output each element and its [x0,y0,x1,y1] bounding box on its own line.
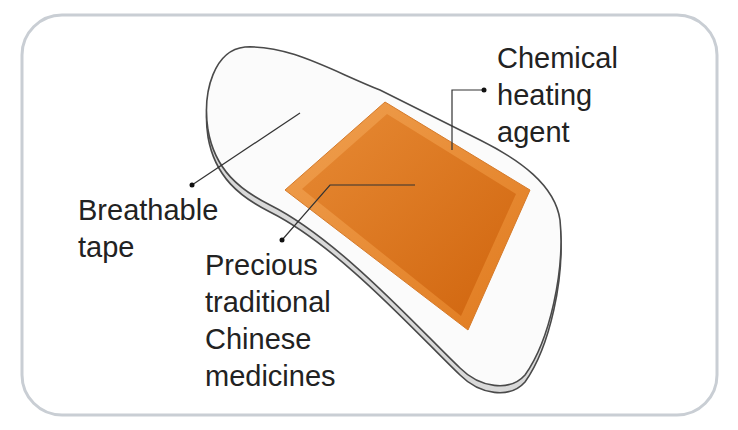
leader-line [192,113,300,185]
part-label: Chemical heating agent [497,40,657,151]
leader-dot [280,238,285,243]
medicine-layer [302,114,516,316]
leader-line [282,185,415,240]
leader-dot [190,183,195,188]
part-label: Precious traditional Chinese medicines [205,247,390,395]
leader-dot [482,88,487,93]
leader-line [452,90,484,150]
frame [22,15,717,415]
